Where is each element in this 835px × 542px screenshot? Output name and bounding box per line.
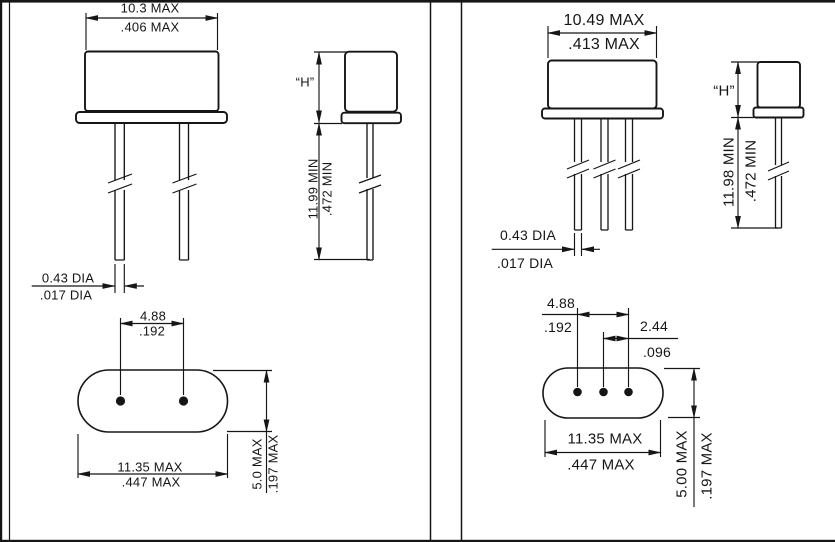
dim-right-pin-pitch-in: .096 — [642, 344, 672, 360]
left-extension-lines — [77, 13, 370, 493]
dim-left-lead-length-mm: 11.99 MIN — [305, 158, 321, 220]
dim-right-body-length-mm: 11.35 MAX — [567, 430, 643, 448]
lead-break-marks — [358, 174, 382, 194]
dim-right-body-width-in: .413 MAX — [568, 36, 640, 53]
dim-right-lead-length-in: .472 MIN — [742, 139, 760, 203]
dim-left-body-depth-in: .197 MAX — [265, 434, 281, 494]
dim-right-pin-span-mm: 4.88 — [546, 295, 576, 311]
pin-2 — [178, 396, 189, 406]
dim-left-pin-spacing-mm: 4.88 — [139, 308, 167, 324]
right-bottom-view — [542, 367, 664, 419]
pin-2 — [599, 387, 608, 397]
dim-left-pin-spacing-in: .192 — [138, 323, 166, 339]
pin-1 — [573, 387, 582, 397]
right-front-view — [541, 59, 664, 231]
lead-break-marks — [107, 173, 197, 194]
lead-break-marks — [767, 161, 790, 181]
dim-left-lead-length-in: .472 MIN — [319, 161, 335, 217]
left-front-view — [75, 50, 228, 261]
dim-left-body-length-in: .447 MAX — [121, 474, 181, 490]
right-extension-lines — [542, 26, 778, 507]
dim-right-lead-length-mm: 11.98 MIN — [720, 137, 738, 207]
dim-right-lead-dia-in: .017 DIA — [496, 255, 554, 271]
lead-break-marks — [566, 159, 641, 179]
dim-right-lead-dia-mm: 0.43 DIA — [499, 227, 557, 243]
dim-right-pin-pitch-mm: 2.44 — [639, 318, 669, 334]
right-side-view — [752, 61, 805, 229]
dim-right-body-length-in: .447 MAX — [567, 456, 635, 474]
dim-left-body-length-mm: 11.35 MAX — [117, 459, 183, 475]
dim-right-body-width-mm: 10.49 MAX — [563, 12, 645, 29]
left-panel-drawing — [31, 13, 402, 493]
right-panel-drawing — [491, 26, 805, 507]
left-side-view — [340, 50, 402, 261]
dim-right-pin-span-in: .192 — [543, 319, 573, 335]
dim-right-height-label: “H” — [713, 82, 735, 100]
dim-left-body-width-mm: 10.3 MAX — [120, 0, 180, 16]
left-bottom-view — [77, 369, 229, 433]
dim-left-lead-dia-in: .017 DIA — [39, 287, 93, 303]
dim-left-lead-dia-mm: 0.43 DIA — [41, 270, 95, 286]
dim-right-body-depth-mm: 5.00 MAX — [673, 430, 691, 498]
dim-left-body-depth-mm: 5.0 MAX — [249, 438, 265, 490]
right-dimension-lines — [491, 30, 741, 456]
dim-left-body-width-in: .406 MAX — [120, 19, 180, 34]
pin-3 — [624, 387, 633, 397]
dim-left-height-label: “H” — [295, 74, 315, 90]
dim-right-body-depth-in: .197 MAX — [698, 432, 716, 500]
left-dimension-lines — [31, 15, 322, 477]
pin-1 — [115, 396, 126, 406]
